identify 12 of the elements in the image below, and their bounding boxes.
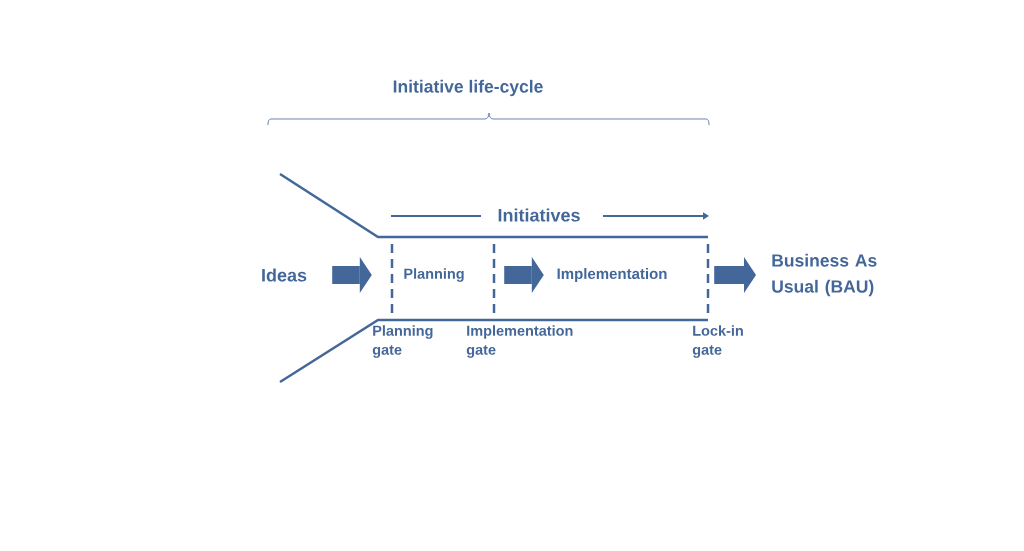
stage-label: Ideas: [262, 268, 307, 282]
stage-label: Planning: [404, 268, 464, 282]
stage-label: Business As Usual (BAU): [772, 253, 877, 297]
gate-label: Lock-in gate: [692, 325, 743, 358]
heading: Initiative life-cycle: [393, 79, 543, 97]
block-arrow: [714, 257, 756, 293]
block-arrow: [332, 257, 372, 293]
gate-label: Planning gate: [372, 325, 433, 358]
gate-label: Implementation gate: [466, 325, 573, 358]
block-arrow: [504, 257, 544, 293]
stage-label: Implementation: [557, 268, 667, 282]
flow-label: Initiatives: [498, 208, 580, 222]
